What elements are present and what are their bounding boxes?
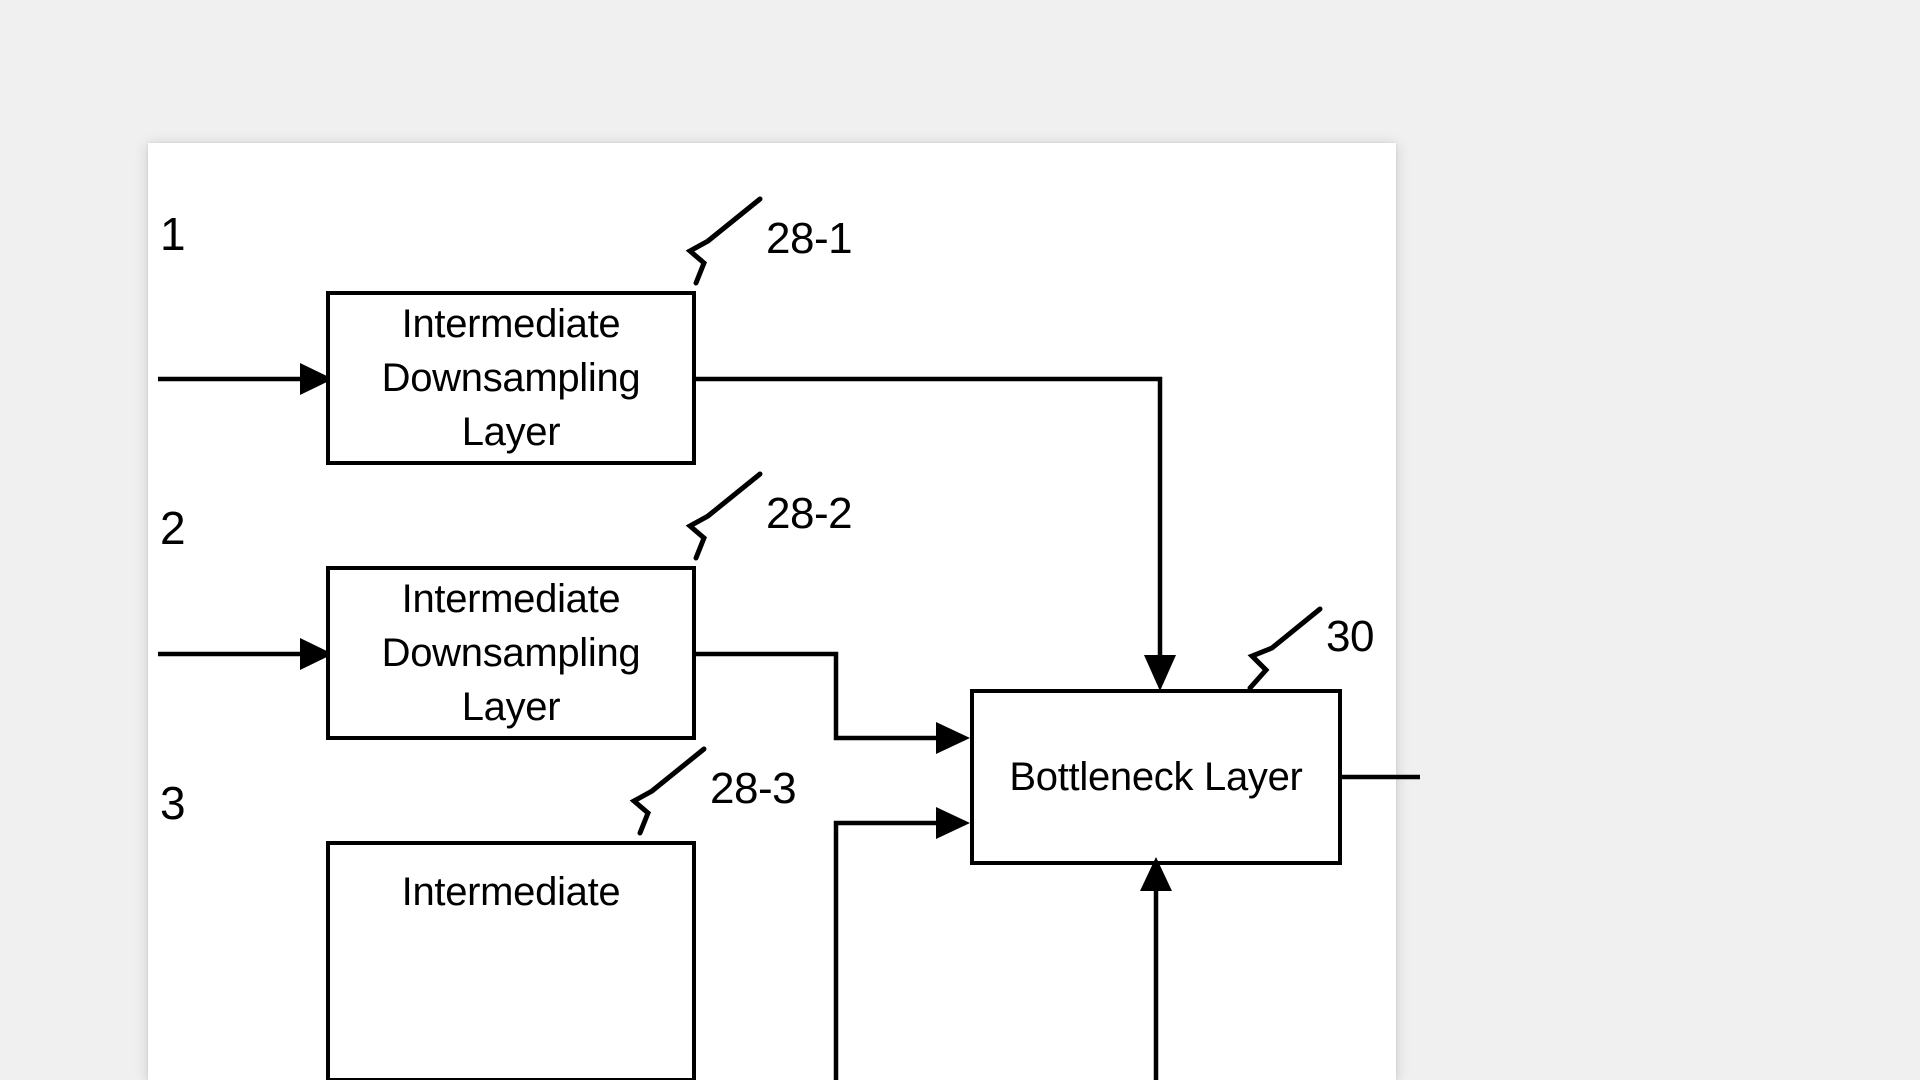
- downsample-3-box[interactable]: [326, 841, 696, 1080]
- input-arrow-2: [158, 638, 333, 670]
- downsample-2-box[interactable]: [326, 566, 696, 740]
- leader-30: [1247, 606, 1323, 691]
- row-index-1: 1: [160, 208, 186, 260]
- reference-numeral-28-3: 28-3: [710, 764, 797, 813]
- bottleneck-bottom-arrow: [1140, 857, 1172, 1080]
- leader-28-2: [685, 471, 763, 561]
- connector-2-to-bottleneck: [694, 651, 970, 754]
- bottleneck-box[interactable]: [970, 689, 1342, 865]
- input-arrow-1: [158, 363, 333, 395]
- reference-numeral-28-2: 28-2: [766, 489, 853, 538]
- leader-28-3: [629, 746, 707, 836]
- downsample-1-box[interactable]: [326, 291, 696, 465]
- figure-drawing: [158, 196, 1420, 1080]
- row-index-2: 2: [160, 502, 186, 554]
- leader-28-1: [685, 196, 763, 286]
- reference-numeral-28-1: 28-1: [766, 214, 853, 263]
- document-page: 1 2 3 28-1 28-2 28-3 30 Intermediate Dow…: [148, 143, 1420, 1080]
- connector-3-to-bottleneck: [833, 807, 970, 1080]
- connector-1-to-bottleneck: [694, 376, 1176, 691]
- reference-numeral-30: 30: [1326, 612, 1374, 661]
- row-index-3: 3: [160, 777, 186, 829]
